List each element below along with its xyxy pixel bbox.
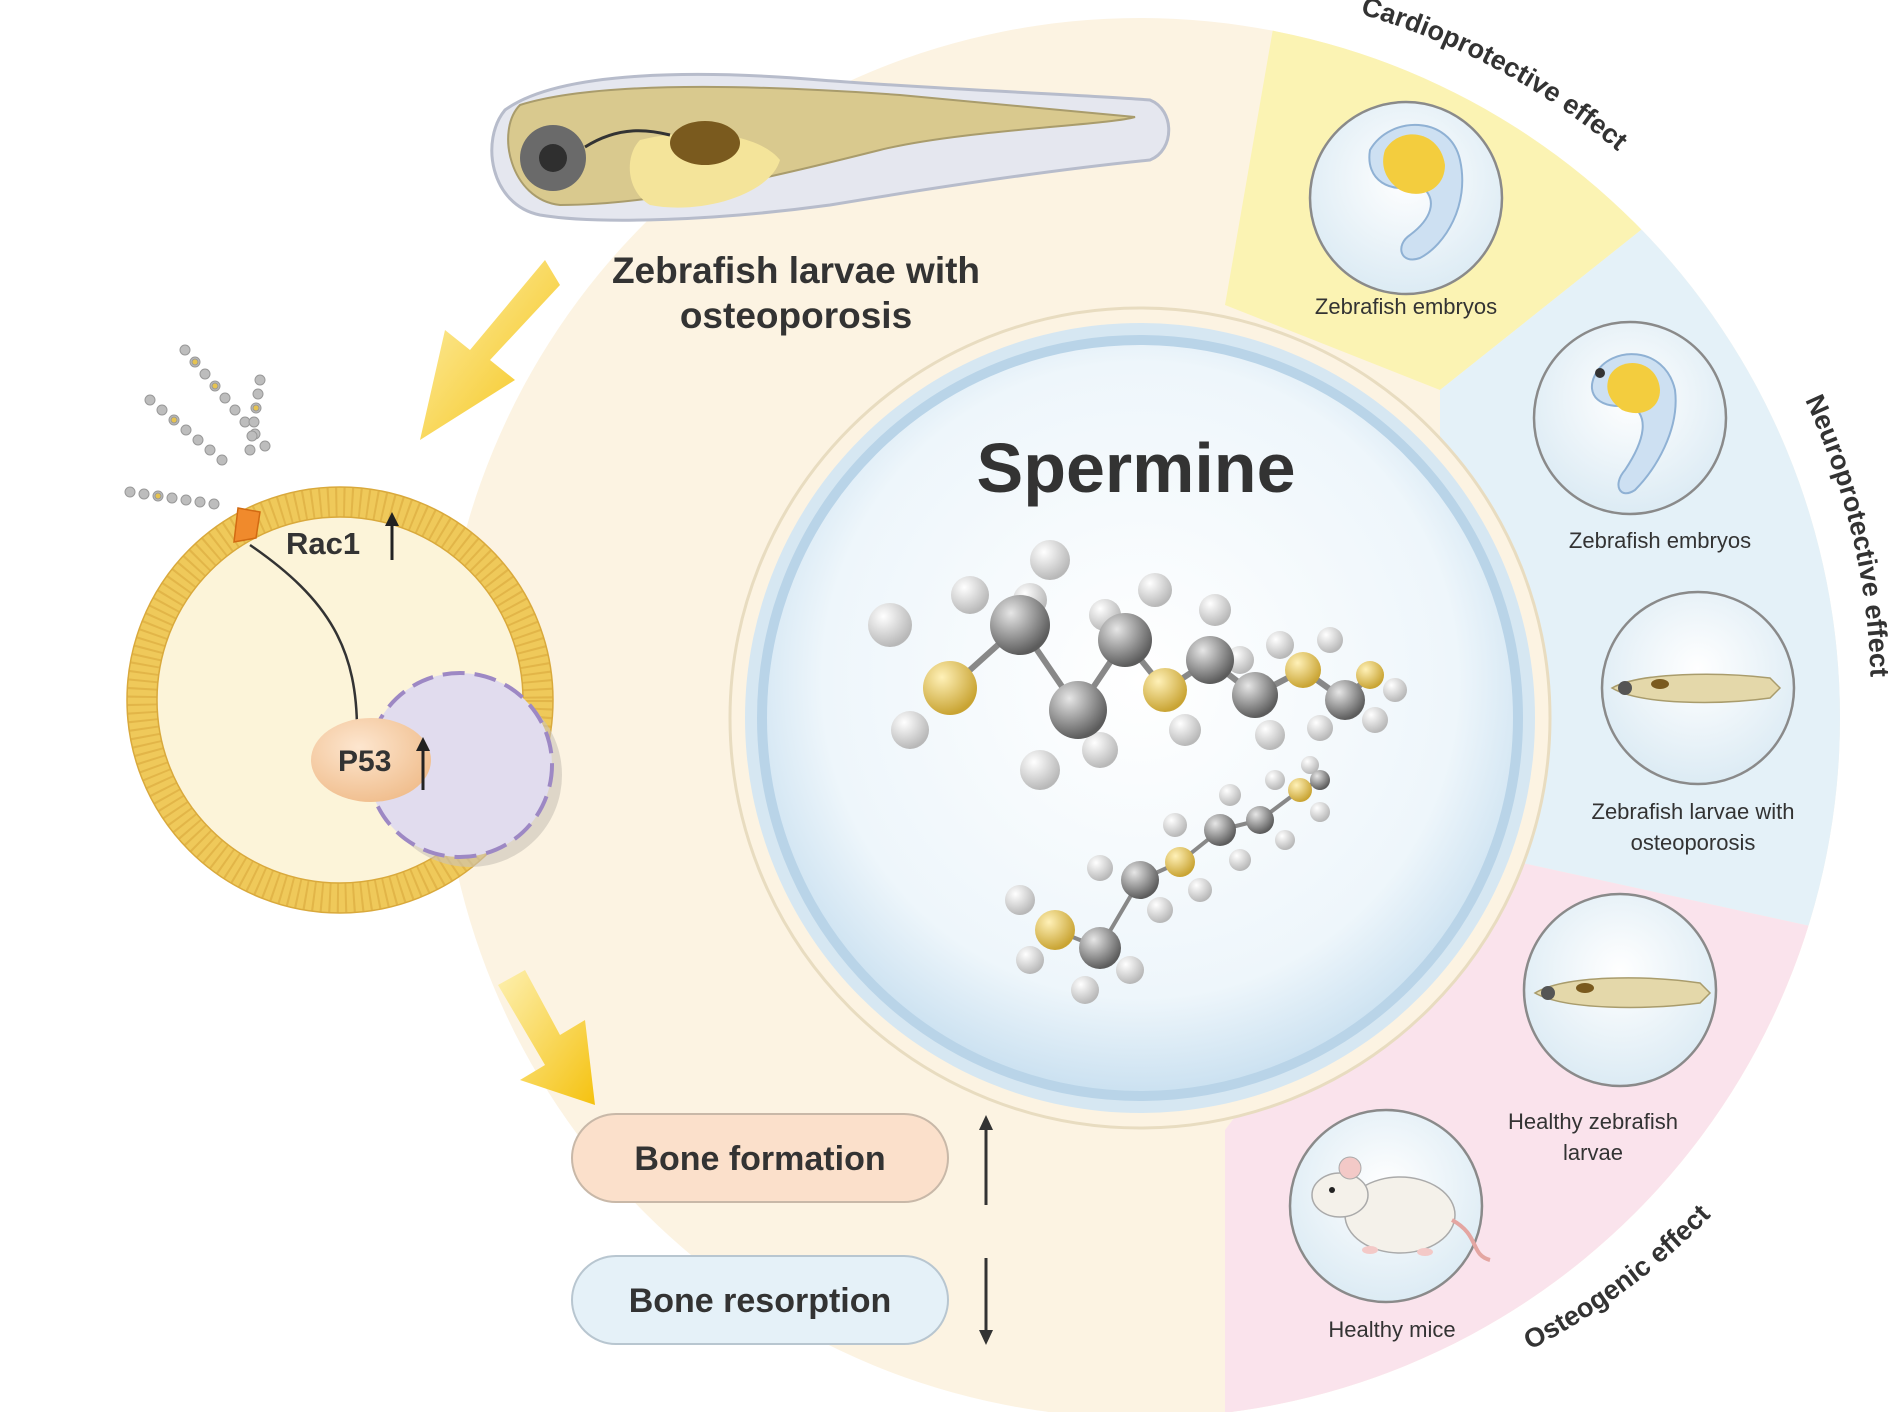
p53-protein — [311, 718, 431, 802]
osteo-item-2: larvae — [1563, 1140, 1623, 1165]
spermine-title: Spermine — [977, 429, 1296, 507]
model-label-line1: Zebrafish larvae with — [612, 250, 980, 291]
rac1-up-arrow-icon — [385, 512, 399, 560]
zebrafish-larva-illustration — [490, 72, 1171, 222]
thumb-osteo-mouse — [1288, 1108, 1491, 1304]
rac1-receptor-icon — [233, 507, 261, 543]
neuro-item-2: Zebrafish larvae with — [1592, 799, 1795, 824]
bone-formation-up-arrow-icon — [979, 1115, 993, 1205]
osteo-item-3: Healthy mice — [1328, 1317, 1455, 1342]
bone-resorption-pill — [571, 1255, 949, 1345]
model-label-line2: osteoporosis — [680, 295, 912, 336]
cardio-item-1: Zebrafish embryos — [1315, 294, 1497, 319]
neuro-item-1: Zebrafish embryos — [1569, 528, 1751, 553]
thumb-osteo-larva — [1522, 892, 1718, 1088]
bone-formation-pill — [571, 1113, 949, 1203]
yellow-arrow-down-icon — [420, 260, 560, 440]
yellow-arrow-right-icon — [498, 970, 595, 1105]
signal-arrow — [249, 543, 359, 736]
bone-resorption-down-arrow-icon — [979, 1258, 993, 1345]
thumb-cardio-embryo — [1308, 100, 1504, 296]
lipid-chains-illustration — [124, 344, 271, 510]
osteo-item-1: Healthy zebrafish — [1508, 1109, 1678, 1134]
spermine-circle — [757, 335, 1523, 1101]
thumb-neuro-embryo — [1532, 320, 1728, 516]
p53-up-arrow-icon — [416, 737, 430, 790]
thumb-neuro-larva — [1600, 590, 1796, 786]
p53-label: P53 — [338, 745, 391, 778]
neuro-item-3: osteoporosis — [1631, 830, 1756, 855]
rac1-label: Rac1 — [286, 526, 360, 561]
bone-formation-label: Bone formation — [634, 1140, 885, 1178]
bone-resorption-label: Bone resorption — [629, 1282, 892, 1320]
